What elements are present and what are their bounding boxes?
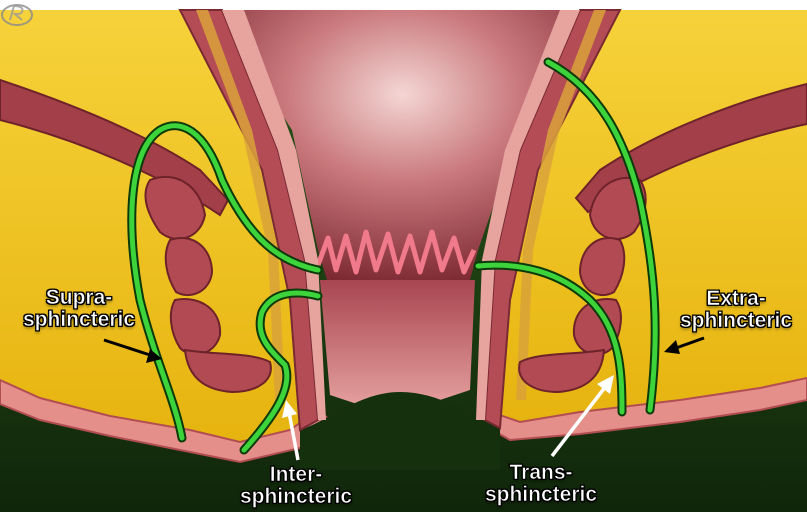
suprasphincteric-label-line2: sphincteric bbox=[4, 309, 154, 331]
extrasphincteric-label-line2: sphincteric bbox=[666, 310, 806, 332]
extrasphincteric-label: Extra- sphincteric bbox=[666, 288, 806, 332]
transsphincteric-label-line1: Trans- bbox=[466, 462, 616, 484]
anal-canal bbox=[320, 280, 475, 410]
watermark-logo-icon bbox=[0, 0, 34, 26]
intersphincteric-label: Inter- sphincteric bbox=[226, 464, 366, 508]
suprasphincteric-label: Supra- sphincteric bbox=[4, 287, 154, 331]
transsphincteric-label: Trans- sphincteric bbox=[466, 462, 616, 506]
intersphincteric-label-line2: sphincteric bbox=[226, 486, 366, 508]
extrasphincteric-label-line1: Extra- bbox=[666, 288, 806, 310]
transsphincteric-label-line2: sphincteric bbox=[466, 484, 616, 506]
intersphincteric-label-line1: Inter- bbox=[226, 464, 366, 486]
suprasphincteric-label-line1: Supra- bbox=[4, 287, 154, 309]
